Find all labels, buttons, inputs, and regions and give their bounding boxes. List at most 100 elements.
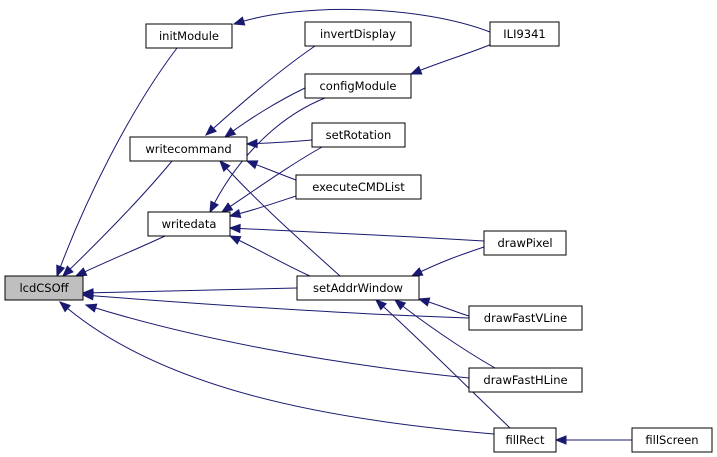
node-label: configModule — [319, 79, 396, 93]
edge-ILI9341-to-initModule — [232, 8, 491, 33]
node-invertDisplay[interactable]: invertDisplay — [304, 21, 412, 47]
edge-ILI9341-to-configModule — [409, 43, 493, 75]
node-fillScreen[interactable]: fillScreen — [631, 427, 713, 453]
edge-line — [59, 301, 495, 435]
node-box — [311, 122, 406, 148]
edge-line — [209, 97, 326, 213]
arrowhead — [417, 297, 431, 307]
node-label: setRotation — [326, 128, 392, 142]
node-label: writecommand — [145, 142, 231, 156]
edge-line — [56, 47, 178, 277]
edge-writedata-to-lcdCSOff — [74, 235, 166, 277]
arrowhead — [223, 126, 237, 138]
edge-fillRect-to-setAddrWindow — [374, 299, 511, 429]
arrowhead — [58, 301, 72, 313]
edge-line — [410, 43, 493, 75]
arrowhead — [554, 435, 567, 445]
node-box — [145, 23, 233, 49]
edge-line — [229, 227, 485, 242]
node-box — [489, 21, 560, 47]
edge-drawFastHLine-to-setAddrWindow — [393, 299, 496, 369]
edge-line — [75, 235, 166, 277]
arrowhead — [56, 264, 66, 278]
node-label: invertDisplay — [320, 27, 396, 41]
node-box — [483, 230, 567, 256]
edge-line — [394, 299, 496, 369]
edge-writecommand-to-lcdCSOff — [62, 160, 173, 277]
node-label: ILI9341 — [503, 27, 545, 41]
node-ILI9341[interactable]: ILI9341 — [489, 21, 560, 47]
edge-line — [224, 87, 306, 138]
arrowhead — [245, 138, 258, 149]
edge-line — [82, 294, 470, 319]
node-label: fillRect — [505, 433, 545, 447]
node-setRotation[interactable]: setRotation — [311, 122, 406, 148]
node-setAddrWindow[interactable]: setAddrWindow — [296, 275, 420, 301]
node-box — [493, 427, 557, 453]
node-label: executeCMDList — [312, 180, 405, 194]
node-label: drawFastVLine — [484, 311, 567, 325]
node-label: writedata — [162, 217, 217, 231]
arrowhead — [228, 223, 241, 234]
arrowhead — [220, 202, 234, 213]
edge-line — [221, 146, 323, 213]
node-executeCMDList[interactable]: executeCMDList — [295, 174, 422, 200]
arrowhead — [204, 124, 217, 136]
arrowhead — [81, 291, 94, 301]
node-box — [304, 21, 412, 47]
edge-line — [85, 304, 470, 379]
node-box — [4, 275, 84, 301]
nodes-layer: lcdCSOff initModule writecommand writedata i… — [4, 21, 713, 453]
node-label: drawFastHLine — [483, 373, 567, 387]
node-label: drawPixel — [497, 236, 552, 250]
edge-drawFastVLine-to-lcdCSOff — [81, 291, 470, 319]
arrowhead — [245, 160, 259, 170]
edge-executeCMDList-to-writedata — [228, 195, 297, 219]
node-box — [468, 305, 583, 331]
edge-drawFastHLine-to-lcdCSOff — [84, 303, 470, 379]
node-label: fillScreen — [645, 433, 698, 447]
node-drawFastVLine[interactable]: drawFastVLine — [468, 305, 583, 331]
node-writecommand[interactable]: writecommand — [129, 136, 248, 162]
edge-line — [375, 299, 511, 429]
edge-line — [205, 45, 316, 136]
node-drawFastHLine[interactable]: drawFastHLine — [468, 367, 583, 393]
edge-invertDisplay-to-writecommand — [204, 45, 316, 136]
edge-drawPixel-to-setAddrWindow — [410, 246, 485, 277]
node-configModule[interactable]: configModule — [304, 73, 412, 99]
node-fillRect[interactable]: fillRect — [493, 427, 557, 453]
edges-layer — [56, 8, 632, 445]
node-drawPixel[interactable]: drawPixel — [483, 230, 567, 256]
edge-fillScreen-to-fillRect — [554, 435, 632, 445]
edge-line — [62, 160, 173, 277]
edge-initModule-to-lcdCSOff — [56, 47, 178, 278]
node-writedata[interactable]: writedata — [147, 211, 231, 237]
arrowhead — [228, 235, 242, 245]
edge-fillRect-to-lcdCSOff — [58, 301, 495, 435]
node-label: initModule — [159, 29, 219, 43]
edge-drawFastVLine-to-setAddrWindow — [417, 297, 470, 317]
node-box — [147, 211, 231, 237]
arrowhead — [232, 16, 246, 26]
arrowhead — [410, 267, 424, 277]
node-initModule[interactable]: initModule — [145, 23, 233, 49]
arrowhead — [228, 208, 242, 219]
node-box — [468, 367, 583, 393]
edge-configModule-to-writecommand — [223, 87, 306, 138]
node-box — [631, 427, 713, 453]
arrowhead — [84, 303, 98, 313]
edge-line — [233, 8, 491, 33]
arrowhead — [74, 267, 88, 277]
node-box — [304, 73, 412, 99]
arrowhead — [393, 299, 407, 311]
edge-line — [411, 246, 485, 277]
node-box — [296, 275, 420, 301]
node-box — [129, 136, 248, 162]
edge-setAddrWindow-to-writedata — [228, 235, 311, 277]
node-lcdCSOff[interactable]: lcdCSOff — [4, 275, 84, 301]
edge-setRotation-to-writecommand — [245, 138, 313, 149]
edge-executeCMDList-to-writecommand — [245, 160, 297, 181]
edge-setAddrWindow-to-lcdCSOff — [81, 287, 298, 298]
arrowhead — [209, 200, 219, 214]
